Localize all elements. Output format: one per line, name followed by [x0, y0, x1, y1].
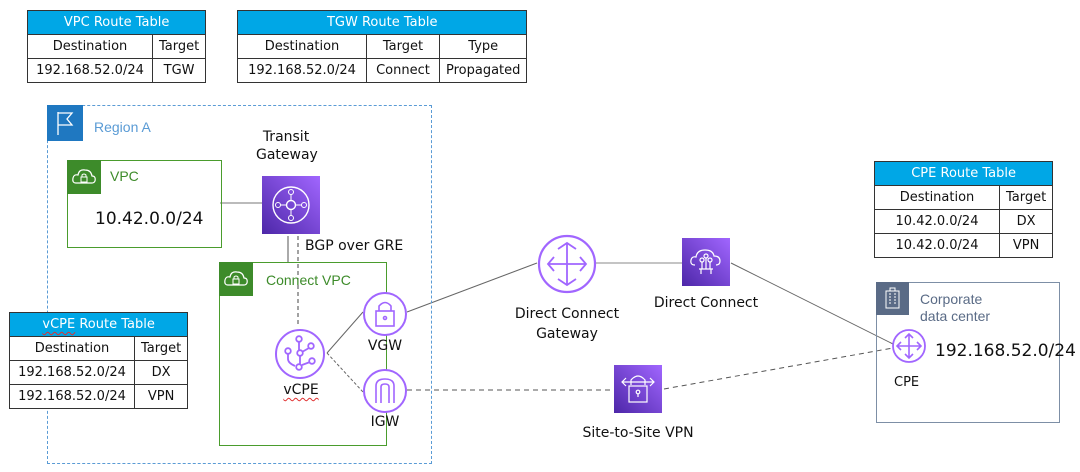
direct-connect-gateway-icon[interactable] — [536, 233, 598, 299]
cell: DX — [998, 209, 1054, 234]
direct-connect-icon[interactable] — [682, 238, 730, 286]
transit-gateway-label: Transit Gateway — [256, 128, 318, 164]
cell: 192.168.52.0/24 — [27, 58, 153, 83]
region-a-boundary — [47, 105, 432, 464]
direct-connect-gateway-label: Direct Connect Gateway — [509, 304, 625, 344]
cell: 192.168.52.0/24 — [237, 58, 367, 83]
cell: DX — [133, 360, 189, 385]
bgp-over-gre-label: BGP over GRE — [305, 238, 404, 254]
cell: 192.168.52.0/24 — [9, 384, 135, 409]
column-header: Target — [366, 34, 440, 59]
region-flag-icon — [47, 105, 83, 141]
column-header: Target — [133, 336, 189, 361]
column-header: Target — [998, 185, 1054, 210]
title-suffix: Route Table — [75, 317, 155, 332]
vcpe-to-igw-link — [326, 352, 364, 393]
corporate-cidr: 192.168.52.0/24 — [935, 341, 1076, 361]
column-header: Destination — [874, 185, 1000, 210]
cell: VPN — [133, 384, 189, 409]
column-header: Destination — [237, 34, 367, 59]
column-header: Type — [438, 34, 528, 59]
region-label: Region A — [94, 119, 151, 135]
dx-to-cpe-link — [730, 262, 894, 345]
vcpe-icon[interactable] — [273, 327, 327, 385]
transit-gateway-icon[interactable] — [262, 176, 320, 234]
cell: 192.168.52.0/24 — [9, 360, 135, 385]
label-line: Gateway — [536, 326, 598, 342]
column-header: Destination — [9, 336, 135, 361]
column-header: Destination — [27, 34, 153, 59]
label-line: Transit — [262, 129, 310, 145]
cell: VPN — [998, 233, 1054, 258]
connect-vpc-label: Connect VPC — [266, 272, 351, 288]
building-icon — [876, 282, 909, 315]
cell: 10.42.0.0/24 — [874, 209, 1000, 234]
cell: 10.42.0.0/24 — [874, 233, 1000, 258]
cpe-label: CPE — [894, 375, 920, 390]
label-line: Direct Connect — [514, 306, 620, 322]
vpn-to-cpe-link — [663, 347, 894, 390]
cell: Propagated — [438, 58, 528, 83]
connect-vpc-cloud-lock-icon — [219, 262, 253, 296]
label-line: data center — [920, 308, 991, 324]
vgw-label: VGW — [367, 338, 403, 354]
site-to-site-vpn-icon[interactable] — [614, 365, 662, 413]
label-line: Gateway — [256, 147, 318, 163]
column-header: Target — [151, 34, 207, 59]
vcpe-to-vgw-link — [326, 311, 364, 354]
igw-label: IGW — [370, 414, 400, 430]
table-title: vCPE Route Table — [8, 312, 189, 337]
corporate-data-center-box — [876, 282, 1060, 423]
connect-vpc-box — [219, 262, 387, 446]
cell: TGW — [151, 58, 207, 83]
igw-icon[interactable] — [362, 368, 408, 418]
table-title: VPC Route Table — [26, 10, 207, 35]
title-prefix: vCPE — [42, 317, 76, 332]
cell: Connect — [366, 58, 440, 83]
table-title: TGW Route Table — [236, 10, 528, 35]
vgw-icon[interactable] — [362, 291, 408, 341]
vpc-box — [67, 160, 222, 248]
cpe-icon[interactable] — [891, 328, 927, 368]
vpc-cidr: 10.42.0.0/24 — [95, 209, 204, 229]
vpc-label: VPC — [110, 168, 139, 184]
direct-connect-label: Direct Connect — [653, 295, 759, 311]
vgw-to-dxgw-link — [406, 262, 538, 313]
table-title: CPE Route Table — [873, 161, 1054, 186]
corporate-data-center-label: Corporate data center — [920, 291, 990, 325]
vpc-cloud-lock-icon — [67, 160, 101, 194]
vcpe-label: vCPE — [283, 382, 319, 398]
label-line: Corporate — [920, 291, 983, 307]
site-to-site-vpn-label: Site-to-Site VPN — [582, 425, 694, 441]
